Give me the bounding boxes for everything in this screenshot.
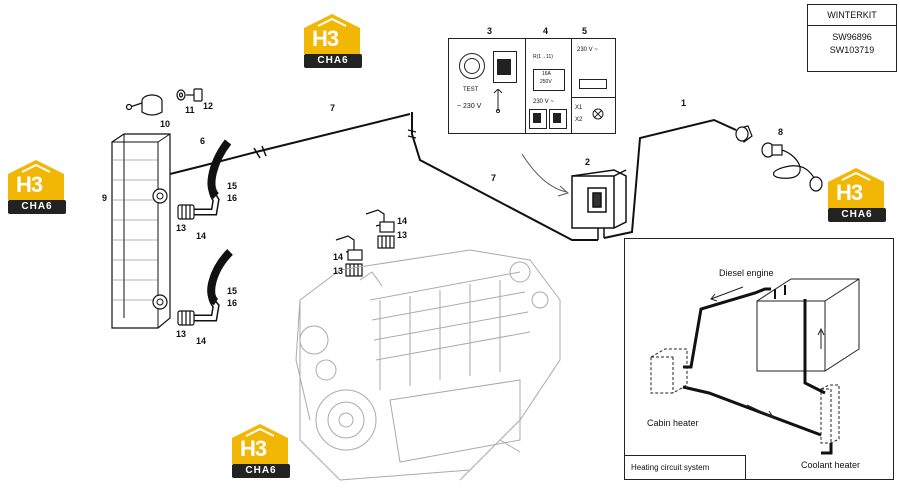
fuse-amp: 16A — [542, 71, 551, 77]
callout-13-c: 13 — [397, 230, 408, 240]
logo-text: H3 — [240, 436, 267, 461]
logo-bar: CHA6 — [304, 54, 362, 68]
fuse-volt: 250V — [540, 79, 552, 85]
callout-11: 11 — [185, 105, 195, 115]
callout-2: 2 — [585, 157, 591, 167]
cabin-heater-label: Cabin heater — [647, 418, 699, 428]
callout-15-a: 15 — [227, 181, 238, 191]
relay-label: R(1→11) — [533, 54, 553, 60]
heating-circuit-inset: Diesel engine Cabin heater Coolant heate… — [624, 238, 894, 480]
callout-14-b: 14 — [196, 336, 207, 346]
test-label: TEST — [463, 87, 479, 93]
callout-14-a: 14 — [196, 231, 207, 241]
diesel-engine-label: Diesel engine — [719, 268, 774, 278]
logo-bar: CHA6 — [828, 208, 886, 222]
circuit-hose-supply — [683, 287, 771, 369]
callout-13-d: 13 — [333, 266, 344, 276]
callout-3: 3 — [487, 26, 493, 36]
lamp-icon — [592, 108, 604, 120]
inset-caption: Heating circuit system — [631, 463, 710, 472]
callout-12: 12 — [203, 101, 214, 111]
panel-5-socket: 230 V ~ X1 X2 — [571, 39, 615, 133]
callout-8: 8 — [778, 127, 784, 137]
panel-5-voltage: 230 V ~ — [577, 47, 598, 53]
coolant-heater-label: Coolant heater — [801, 460, 861, 470]
callout-4: 4 — [543, 26, 549, 36]
inset-drawing — [650, 278, 860, 455]
panel-3-voltage: ~ 230 V — [457, 103, 482, 110]
callout-7-upper: 7 — [330, 103, 336, 113]
cable-6-7 — [169, 113, 411, 175]
callout-15-b: 15 — [227, 286, 238, 296]
timer-knob[interactable] — [459, 53, 485, 79]
logo-bar: CHA6 — [232, 464, 290, 478]
kit-title: WINTERKIT — [808, 5, 896, 26]
circuit-hose-return — [682, 385, 822, 437]
callout-14-d: 14 — [333, 252, 344, 262]
breaker-1[interactable] — [529, 109, 547, 129]
callout-7-lower: 7 — [491, 173, 497, 183]
watermark-logo-4: H3 CHA6 — [230, 424, 292, 482]
control-unit — [571, 169, 627, 240]
watermark-logo-1: H3 CHA6 — [302, 14, 364, 72]
callout-16-a: 16 — [227, 193, 238, 203]
logo-bar: CHA6 — [8, 200, 66, 214]
callout-6: 6 — [200, 136, 206, 146]
watermark-logo-3: H3 CHA6 — [826, 168, 888, 226]
panel-4-relay: R(1→11) 16A 250V 230 V ~ — [525, 39, 572, 133]
arrow-icon — [493, 89, 503, 113]
cable-1 — [603, 118, 737, 239]
panel-4-voltage: 230 V ~ — [533, 99, 554, 105]
control-panel: TEST ~ 230 V R(1→11) 16A 250V 230 V ~ 23… — [448, 38, 616, 134]
breaker-2[interactable] — [549, 109, 567, 129]
callout-10: 10 — [160, 119, 171, 129]
logo-text: H3 — [836, 180, 863, 205]
x2-label: X2 — [575, 117, 583, 123]
kit-number-2: SW103719 — [829, 45, 875, 55]
callout-9: 9 — [102, 193, 108, 203]
x1-label: X1 — [575, 105, 583, 111]
logo-text: H3 — [312, 26, 339, 51]
callout-14-c: 14 — [397, 216, 408, 226]
cable-7 — [411, 112, 598, 241]
watermark-logo-2: H3 CHA6 — [6, 160, 68, 218]
callout-13-b: 13 — [176, 329, 187, 339]
callout-5: 5 — [582, 26, 588, 36]
logo-text: H3 — [16, 172, 43, 197]
engine-sketch — [295, 249, 561, 481]
callout-13-a: 13 — [176, 223, 187, 233]
callout-1: 1 — [681, 98, 687, 108]
callout-16-b: 16 — [227, 298, 238, 308]
timer-switch[interactable] — [493, 51, 517, 83]
inset-caption-box: Heating circuit system — [625, 455, 746, 480]
kit-number-1: SW96896 — [832, 32, 872, 42]
kit-info-box: WINTERKIT SW96896 SW103719 — [807, 4, 897, 72]
panel-3-timer: TEST ~ 230 V — [449, 39, 526, 133]
